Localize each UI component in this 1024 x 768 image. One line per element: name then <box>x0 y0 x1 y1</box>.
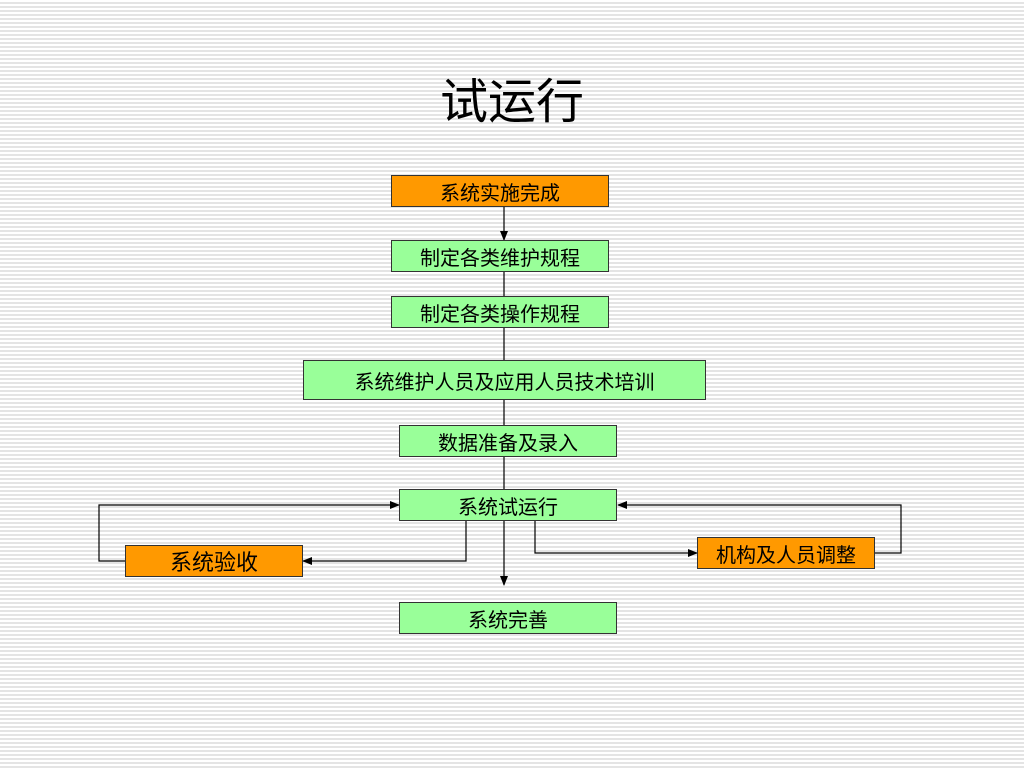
step-system-acceptance: 系统验收 <box>125 545 303 577</box>
step-data-preparation: 数据准备及录入 <box>399 425 617 457</box>
step-system-improvement: 系统完善 <box>399 602 617 634</box>
page-title: 试运行 <box>439 74 584 130</box>
arrow-acceptance-loop-to-trial <box>98 501 400 562</box>
step-trial-run: 系统试运行 <box>399 489 617 521</box>
step-operation-rules: 制定各类操作规程 <box>391 296 609 328</box>
step-staff-training: 系统维护人员及应用人员技术培训 <box>303 360 706 400</box>
step-maintenance-rules: 制定各类维护规程 <box>391 240 609 272</box>
arrow-trial-to-adjustment <box>534 521 698 557</box>
step-staff-adjustment: 机构及人员调整 <box>697 537 875 569</box>
arrow-trial-to-acceptance <box>302 521 467 565</box>
step-implementation-complete: 系统实施完成 <box>391 175 609 207</box>
arrow-adjustment-loop-to-trial <box>617 501 902 554</box>
